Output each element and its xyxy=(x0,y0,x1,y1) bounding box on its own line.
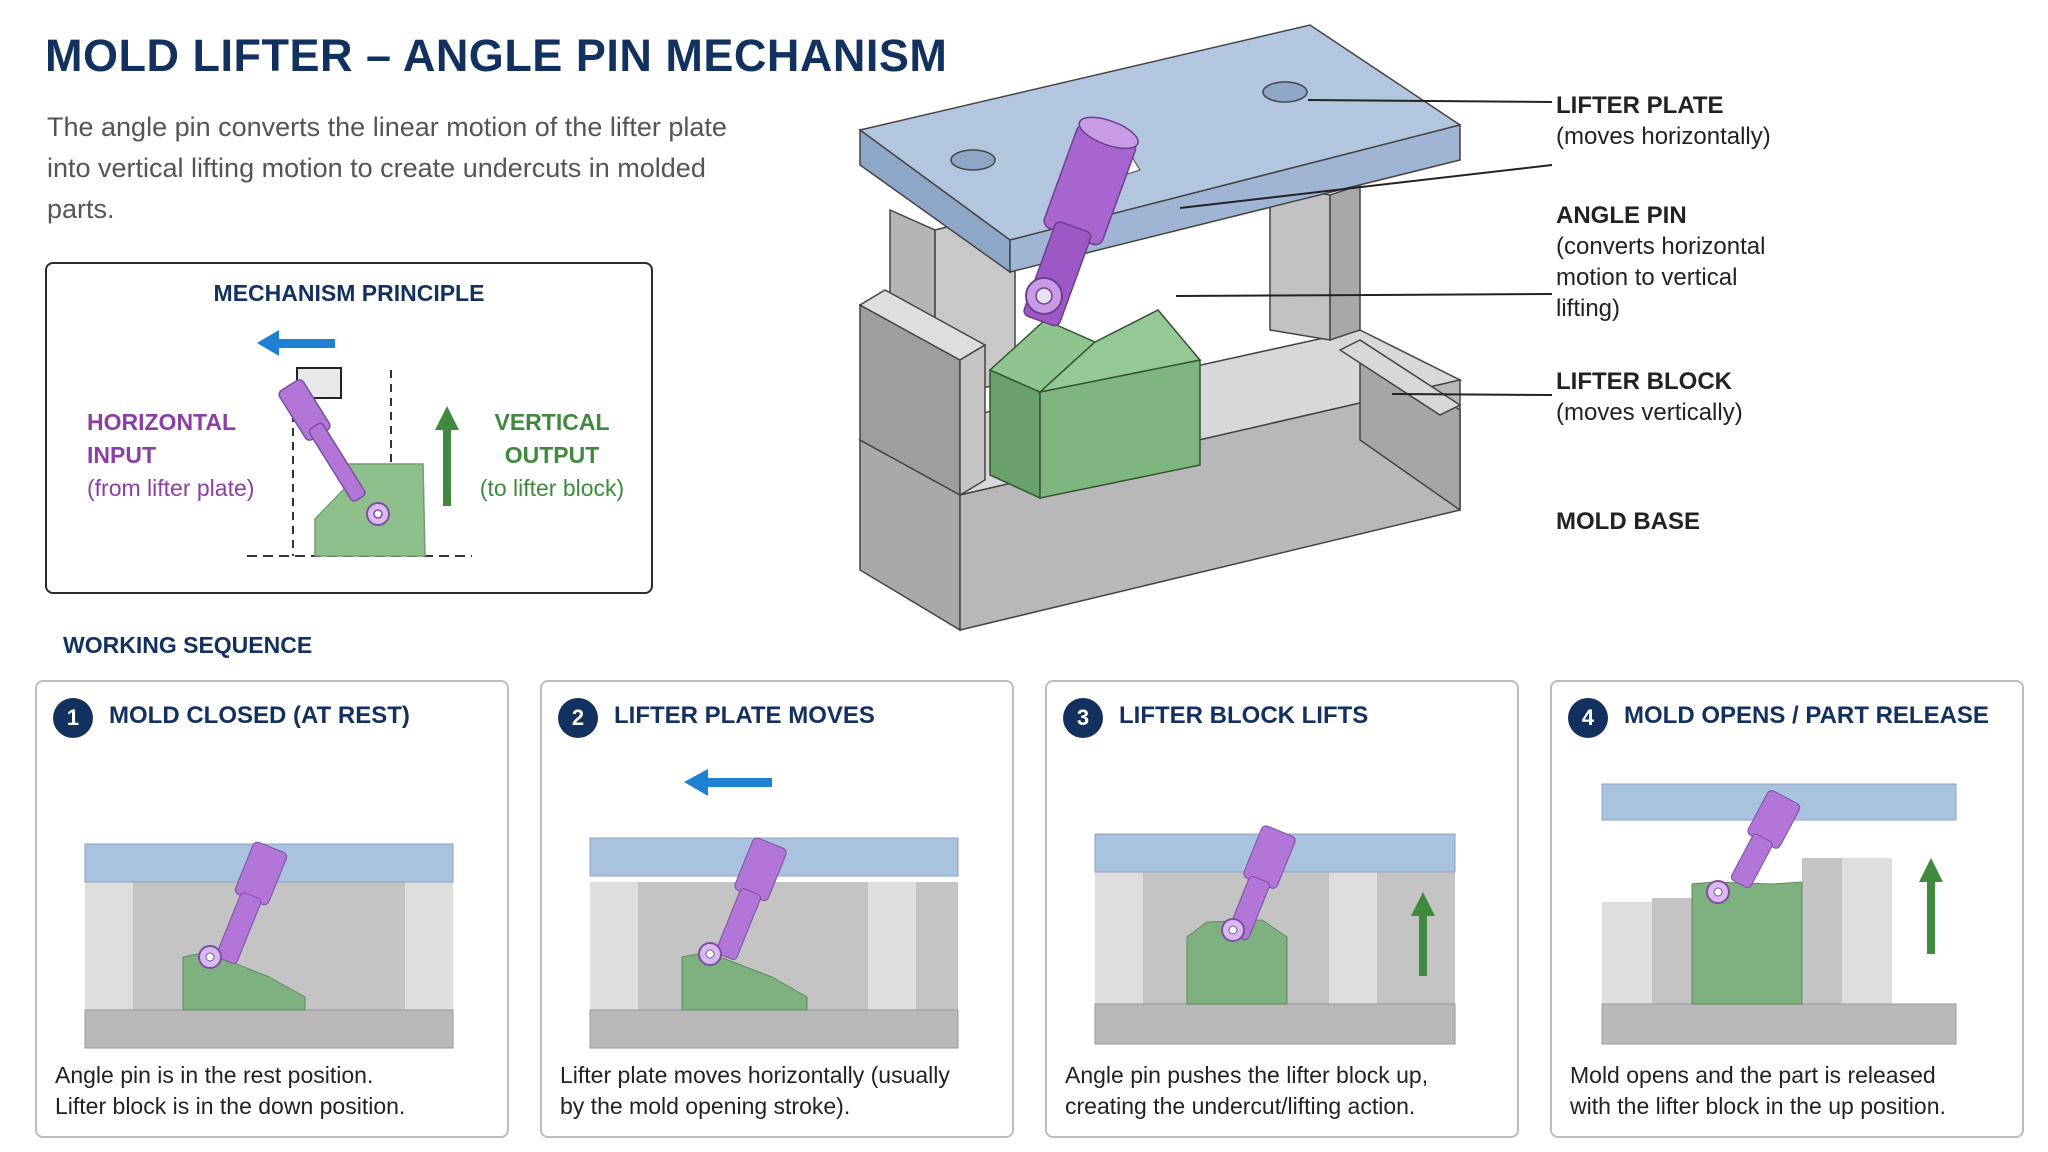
step-number-badge: 3 xyxy=(1063,698,1103,738)
step-title: LIFTER BLOCK LIFTS xyxy=(1119,702,1369,729)
mold-illustration xyxy=(857,24,1553,632)
step-description: Mold opens and the part is released with… xyxy=(1570,1062,1946,1119)
vertical-arrow-icon xyxy=(435,406,459,506)
step-card-3: 3 LIFTER BLOCK LIFTS Angle pin pushes th… xyxy=(1045,680,1519,1138)
leader-line xyxy=(1179,164,1553,209)
callout-lifter-block: LIFTER BLOCK (moves vertically) xyxy=(1556,368,1743,426)
up-arrow-icon xyxy=(1919,858,1943,954)
step-2-diagram xyxy=(589,769,959,1049)
callout-lifter-plate: LIFTER PLATE (moves horizontally) xyxy=(1556,92,1771,150)
step-title: MOLD CLOSED (AT REST) xyxy=(109,702,410,729)
step-3-diagram xyxy=(1094,825,1456,1045)
step-description: Angle pin pushes the lifter block up, cr… xyxy=(1065,1062,1429,1119)
step-number-badge: 1 xyxy=(53,698,93,738)
intro-text: The angle pin converts the linear motion… xyxy=(47,112,727,224)
principle-diagram xyxy=(247,330,472,557)
vertical-output-label: VERTICAL OUTPUT (to lifter block) xyxy=(479,409,625,501)
step-number-badge: 4 xyxy=(1568,698,1608,738)
page-title: MOLD LIFTER – ANGLE PIN MECHANISM xyxy=(45,30,948,81)
step-description: Angle pin is in the rest position. Lifte… xyxy=(55,1062,406,1119)
mechanism-principle-panel: MECHANISM PRINCIPLE HORIZONTAL INPUT (fr… xyxy=(45,262,653,594)
step-number-badge: 2 xyxy=(558,698,598,738)
step-description: Lifter plate moves horizontally (usually… xyxy=(560,1062,950,1119)
leader-line xyxy=(1175,293,1553,297)
callout-angle-pin: ANGLE PIN (converts horizontal motion to… xyxy=(1556,202,1766,322)
step-card-4: 4 MOLD OPENS / PART RELEASE Mold opens a… xyxy=(1550,680,2024,1138)
working-sequence-heading: WORKING SEQUENCE xyxy=(63,632,313,658)
angle-pin-3d xyxy=(1023,116,1139,327)
step-title: MOLD OPENS / PART RELEASE xyxy=(1624,702,1989,729)
step-title: LIFTER PLATE MOVES xyxy=(614,702,875,729)
lifter-block-3d xyxy=(988,309,1202,500)
step-card-1: 1 MOLD CLOSED (AT REST) Angle pin is in … xyxy=(35,680,509,1138)
leader-line xyxy=(1307,99,1553,103)
horizontal-input-label: HORIZONTAL INPUT (from lifter plate) xyxy=(87,409,255,501)
callout-mold-base: MOLD BASE xyxy=(1556,508,1700,535)
leader-line xyxy=(1391,393,1553,396)
principle-heading: MECHANISM PRINCIPLE xyxy=(213,280,485,306)
angle-pin-shape xyxy=(278,379,366,502)
plate-stub xyxy=(296,367,342,399)
step-4-diagram xyxy=(1601,783,1957,1045)
horizontal-arrow-icon xyxy=(257,330,335,356)
left-arrow-icon xyxy=(684,769,772,796)
lifter-plate-3d xyxy=(858,24,1462,274)
step-1-diagram xyxy=(84,841,454,1049)
up-arrow-icon xyxy=(1411,892,1435,976)
step-card-2: 2 LIFTER PLATE MOVES Lifter plate moves … xyxy=(540,680,1014,1138)
